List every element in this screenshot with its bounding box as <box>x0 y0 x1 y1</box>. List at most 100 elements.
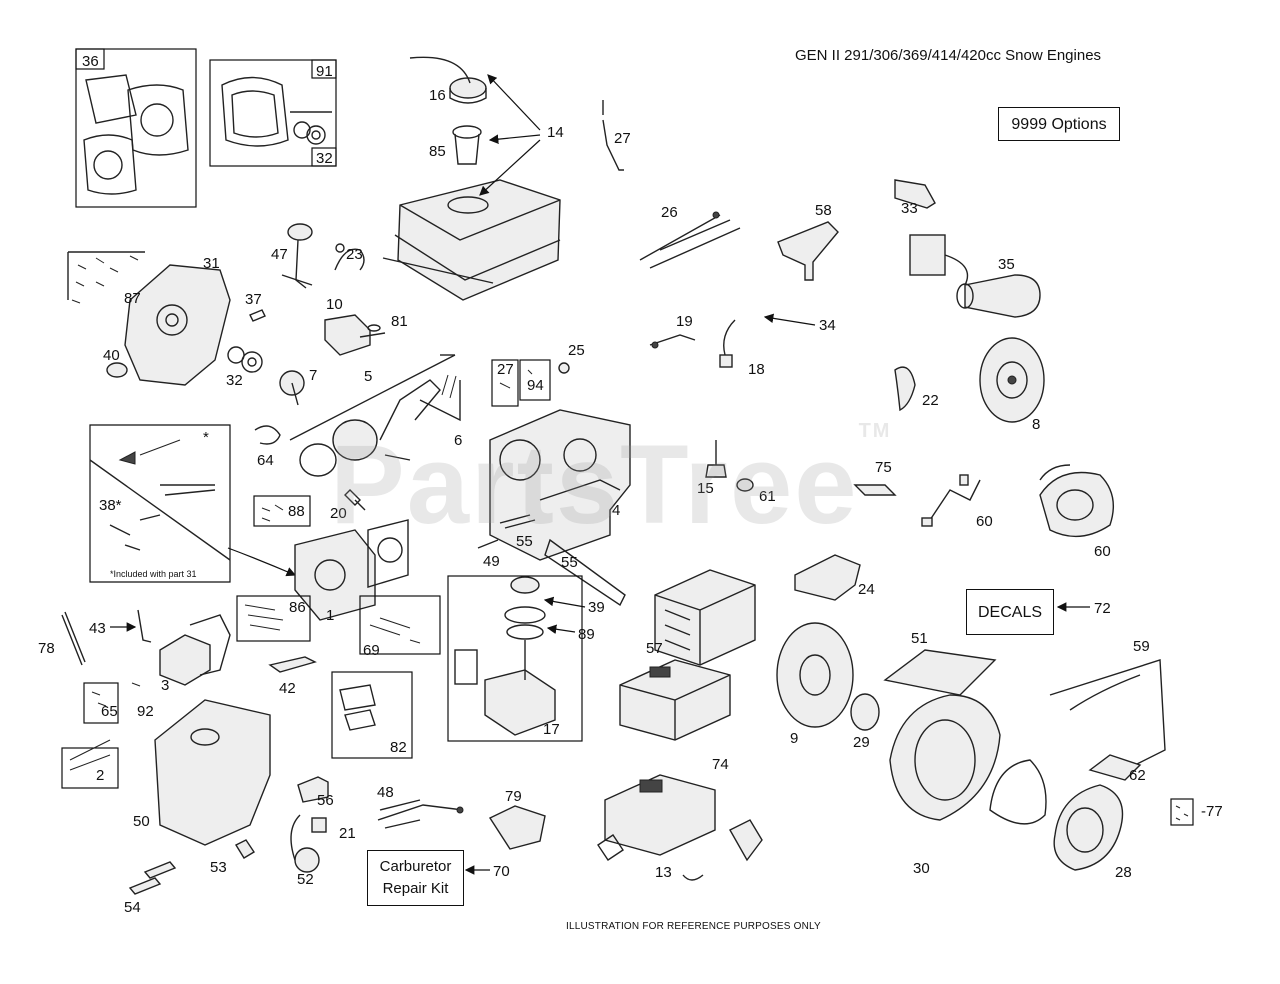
part-27-94-kit[interactable] <box>491 359 551 407</box>
part-13-muffler[interactable] <box>597 774 763 881</box>
part-37-screw[interactable] <box>249 309 266 322</box>
label-50: 50 <box>133 813 150 830</box>
label-20: 20 <box>330 505 347 522</box>
label-79: 79 <box>505 788 522 805</box>
part-51-plate[interactable] <box>883 649 997 696</box>
part-59-shroud[interactable] <box>1049 659 1166 776</box>
label-23: 23 <box>346 246 363 263</box>
part-26-wire-harness[interactable] <box>639 211 741 269</box>
label-70: 70 <box>493 863 510 880</box>
part-58-bracket[interactable] <box>777 221 839 281</box>
label-28: 28 <box>1115 864 1132 881</box>
part-38-valve-kit-box[interactable] <box>89 424 231 583</box>
part-75-ground-strap[interactable] <box>853 484 897 496</box>
part-8-flywheel[interactable] <box>979 337 1045 423</box>
part-50-fan-shroud[interactable] <box>154 699 271 846</box>
part-20-spark-plug[interactable] <box>344 489 366 511</box>
part-69-screw-set[interactable] <box>359 595 441 655</box>
part-36-gasket-set[interactable] <box>75 48 197 208</box>
part-78-spring[interactable] <box>61 611 86 666</box>
part-54-keys[interactable] <box>128 861 177 895</box>
label-29: 29 <box>853 734 870 751</box>
label-33: 33 <box>901 200 918 217</box>
part-18-switch-wire[interactable] <box>719 319 736 368</box>
part-86-head-bolts[interactable] <box>236 595 311 642</box>
part-92-screw[interactable] <box>131 682 141 687</box>
part-81-pin[interactable] <box>367 324 381 332</box>
part-74-air-cleaner-cover[interactable] <box>619 659 731 741</box>
label-5: 5 <box>364 368 372 385</box>
partstree-watermark: PartsTreeTM <box>330 420 891 549</box>
part-27-choke-rod[interactable] <box>602 100 624 171</box>
part-88-bolts[interactable] <box>253 495 311 527</box>
part-15-fuel-valve[interactable] <box>705 440 727 478</box>
part-9-blower-fan[interactable] <box>776 622 854 728</box>
part-48-wire-harness[interactable] <box>377 799 464 829</box>
part-16-fuel-cap[interactable] <box>409 56 487 104</box>
part-24-shield[interactable] <box>794 554 861 601</box>
label-34: 34 <box>819 317 836 334</box>
part-43-breather-tube[interactable] <box>137 609 152 643</box>
part-82-gasket-set[interactable] <box>331 671 413 759</box>
part-49-dowel[interactable] <box>477 539 499 549</box>
label-4: 4 <box>612 502 620 519</box>
part-91-gasket-kit[interactable] <box>209 59 337 167</box>
part-17-carburetor[interactable] <box>447 575 583 742</box>
part-60-alternator[interactable] <box>1039 464 1114 538</box>
part-40-oil-seal[interactable] <box>106 362 128 378</box>
part-30-recoil-housing[interactable] <box>889 694 1001 821</box>
part-47-dipstick[interactable] <box>281 223 313 289</box>
part-19-ground-wire[interactable] <box>649 334 696 349</box>
label-26: 26 <box>661 204 678 221</box>
part-53-clip[interactable] <box>235 839 255 859</box>
part-61-knob[interactable] <box>736 478 754 492</box>
arrow-14-to-16 <box>487 74 541 131</box>
part-25-washer[interactable] <box>558 362 570 374</box>
part-33-bracket[interactable] <box>894 179 936 209</box>
label-37: 37 <box>245 291 262 308</box>
part-60-wiring[interactable] <box>921 474 981 527</box>
label-55-lever: 55 <box>561 554 578 571</box>
part-28-recoil-starter[interactable] <box>1053 784 1124 871</box>
carb-kit-line1: Carburetor <box>379 858 452 875</box>
part-7-cam-gear[interactable] <box>279 370 305 406</box>
part-55-pushrod[interactable] <box>499 514 536 529</box>
part-5-piston-assembly[interactable] <box>289 354 456 477</box>
part-56-bracket[interactable] <box>297 776 329 803</box>
label-88: 88 <box>288 503 305 520</box>
part-22-air-guide[interactable] <box>894 366 916 412</box>
part-29-starter-cup[interactable] <box>850 693 880 731</box>
label-24: 24 <box>858 581 875 598</box>
part-6-connecting-rod[interactable] <box>419 374 461 422</box>
watermark-tm: TM <box>858 420 892 442</box>
part-30-gasket[interactable] <box>989 759 1047 825</box>
part-64-oil-slinger[interactable] <box>254 425 281 445</box>
part-77-bolt-set[interactable] <box>1170 798 1194 826</box>
part-1-cylinder-head[interactable] <box>294 519 409 621</box>
label-22: 22 <box>922 392 939 409</box>
label-86: 86 <box>289 599 306 616</box>
part-42-bracket[interactable] <box>268 656 317 673</box>
part-65-bolt[interactable] <box>83 682 119 724</box>
part-10-governor[interactable] <box>324 314 386 356</box>
part-35-electric-starter[interactable] <box>909 234 1041 318</box>
part-55-lever[interactable] <box>544 538 626 607</box>
part-85-fuel-strainer[interactable] <box>452 125 482 165</box>
part-32-bearing[interactable] <box>227 346 263 373</box>
part-57-muffler-guard[interactable] <box>654 569 756 666</box>
part-21-switch[interactable] <box>311 817 327 833</box>
part-2-bolts[interactable] <box>61 739 119 789</box>
label-27-kit: 27 <box>497 361 514 378</box>
label-89: 89 <box>578 626 595 643</box>
part-3-breather-assembly[interactable] <box>159 614 231 686</box>
label-78: 78 <box>38 640 55 657</box>
part-14-fuel-tank[interactable] <box>382 179 561 301</box>
label-69: 69 <box>363 642 380 659</box>
part-23-fuel-line[interactable] <box>334 243 365 271</box>
watermark-text: PartsTree <box>330 422 859 547</box>
part-62-starter-handle[interactable] <box>1088 754 1142 781</box>
part-31-crankcase-cover[interactable] <box>124 264 231 386</box>
part-52-primer[interactable] <box>290 814 320 873</box>
part-87-screws[interactable] <box>67 251 145 304</box>
part-79-heat-shield[interactable] <box>488 805 546 850</box>
